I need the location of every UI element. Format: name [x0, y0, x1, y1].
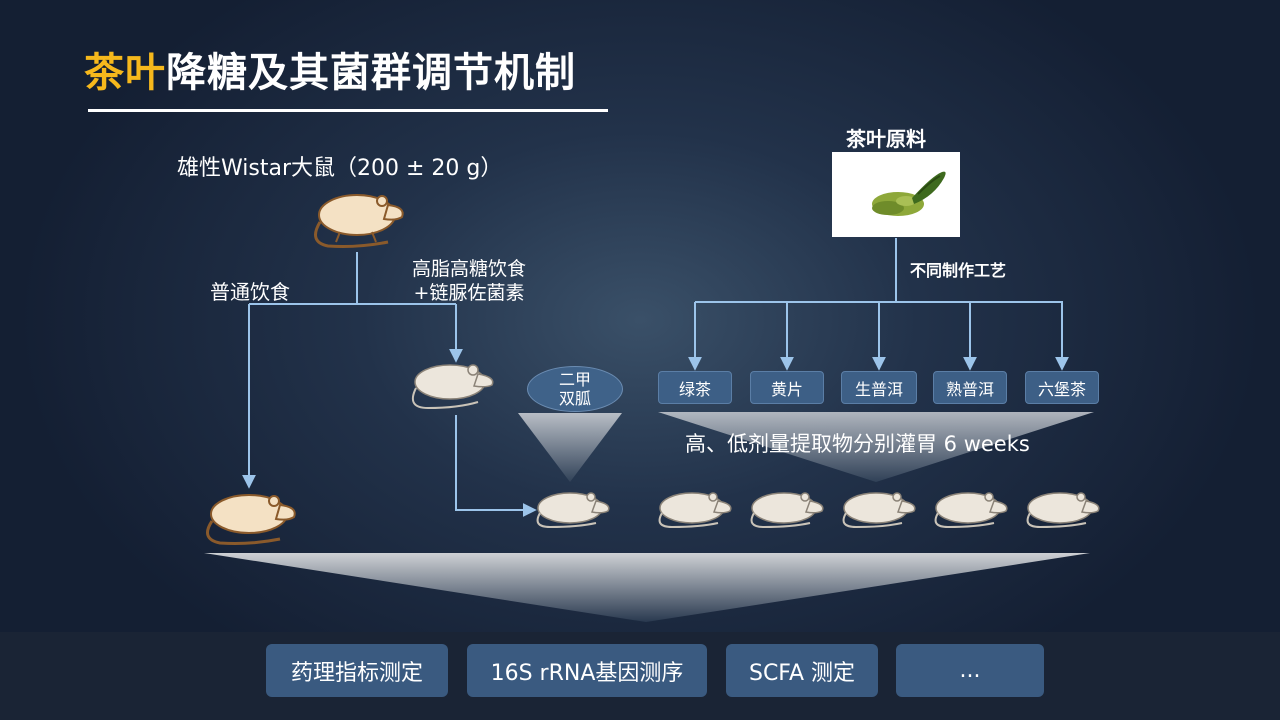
slide-title: 茶叶降糖及其菌群调节机制	[84, 40, 576, 98]
hfhs-line-2: +链脲佐菌素	[413, 282, 525, 304]
hfhs-line-1: 高脂高糖饮食	[412, 258, 527, 280]
hfhs-label: 高脂高糖饮食 +链脲佐菌素	[412, 257, 526, 305]
rat-icon-tea-5	[1026, 492, 1100, 529]
output-pharmacology: 药理指标测定	[266, 644, 448, 697]
process-label: 不同制作工艺	[910, 261, 1007, 280]
tea-funnel	[658, 412, 1094, 482]
tea-box-yellow: 黄片	[750, 371, 824, 404]
rat-label: 雄性Wistar大鼠（200 ± 20 g）	[177, 156, 503, 181]
tea-material-label: 茶叶原料	[846, 127, 926, 151]
drug-group-arrow	[455, 415, 537, 517]
tea-image	[832, 152, 960, 237]
rat-icon-model	[412, 364, 494, 410]
tea-box-raw-puer: 生普洱	[841, 371, 917, 404]
outputs-funnel	[204, 553, 1090, 622]
rat-icon-drug-group	[536, 492, 610, 529]
tea-leaves-icon	[872, 171, 946, 216]
rat-icon-normal	[206, 494, 296, 545]
title-highlight: 茶叶	[84, 50, 166, 96]
tea-box-liubao: 六堡茶	[1025, 371, 1099, 404]
rat-icon-tea-1	[658, 492, 732, 529]
tea-box-ripe-puer: 熟普洱	[933, 371, 1007, 404]
metformin-node: 二甲 双胍	[527, 366, 623, 412]
normal-diet-label: 普通饮食	[210, 280, 290, 304]
output-16s-sequencing: 16S rRNA基因测序	[467, 644, 707, 697]
output-more: ...	[896, 644, 1044, 697]
tea-box-green: 绿茶	[658, 371, 732, 404]
drug-line-1: 二甲	[558, 370, 591, 389]
output-scfa: SCFA 测定	[726, 644, 878, 697]
rat-icon-tea-4	[934, 492, 1008, 529]
drug-line-2: 双胍	[558, 389, 591, 408]
rat-icon-tea-3	[842, 492, 916, 529]
title-rest: 降糖及其菌群调节机制	[166, 50, 576, 96]
rat-icon-top	[314, 194, 404, 248]
rat-icon-tea-2	[750, 492, 824, 529]
drug-funnel	[518, 413, 622, 482]
dosing-label: 高、低剂量提取物分别灌胃 6 weeks	[685, 432, 1030, 456]
title-underline	[88, 109, 608, 112]
